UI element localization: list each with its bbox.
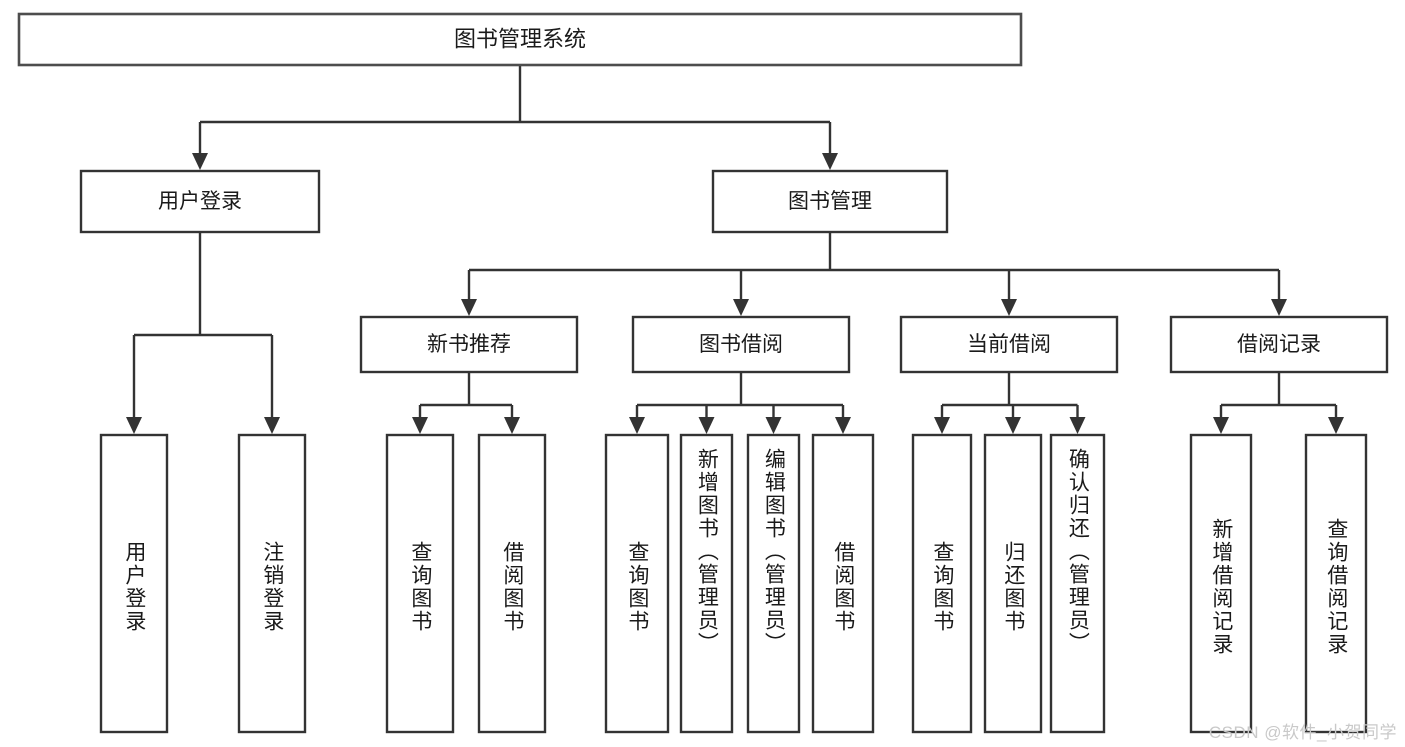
node-box[interactable] xyxy=(1049,433,1106,734)
node-box[interactable] xyxy=(631,315,851,374)
arrow-head-icon xyxy=(733,299,749,316)
node-label: 新书推荐 xyxy=(427,333,511,356)
arrow-head-icon xyxy=(126,417,142,434)
node-box[interactable] xyxy=(811,433,875,734)
node-label: 图书借阅 xyxy=(699,333,783,356)
node-label: 图书管理 xyxy=(788,190,872,213)
node-box[interactable] xyxy=(911,433,973,734)
connector-layer xyxy=(126,66,1344,434)
arrow-head-icon xyxy=(765,417,782,434)
node-label: 图书管理系统 xyxy=(454,26,586,51)
arrow-head-icon xyxy=(629,417,645,434)
arrow-head-icon xyxy=(461,299,477,316)
arrow-head-icon xyxy=(698,417,715,434)
node-label: 当前借阅 xyxy=(967,333,1051,356)
arrow-head-icon xyxy=(934,417,950,434)
arrow-head-icon xyxy=(822,153,838,170)
node-box[interactable] xyxy=(604,433,670,734)
node-box[interactable] xyxy=(79,169,321,234)
box-layer xyxy=(17,12,1389,734)
node-box[interactable] xyxy=(99,433,169,734)
arrow-head-icon xyxy=(412,417,428,434)
node-box[interactable] xyxy=(237,433,307,734)
arrow-head-icon xyxy=(504,417,520,434)
node-label: 用户登录 xyxy=(158,190,242,213)
node-label: 借阅记录 xyxy=(1237,333,1321,356)
node-box[interactable] xyxy=(385,433,455,734)
node-box[interactable] xyxy=(746,433,801,734)
node-box[interactable] xyxy=(1169,315,1389,374)
arrow-head-icon xyxy=(1001,299,1017,316)
arrow-head-icon xyxy=(192,153,208,170)
node-box[interactable] xyxy=(477,433,547,734)
node-box[interactable] xyxy=(1304,433,1368,734)
node-box[interactable] xyxy=(17,12,1023,67)
arrow-head-icon xyxy=(1213,417,1229,434)
arrow-head-icon xyxy=(1005,417,1021,434)
arrow-head-icon xyxy=(264,417,280,434)
arrow-head-icon xyxy=(835,417,851,434)
node-box[interactable] xyxy=(679,433,734,734)
node-box[interactable] xyxy=(899,315,1119,374)
node-box[interactable] xyxy=(359,315,579,374)
watermark: CSDN @软件_小贺同学 xyxy=(1208,723,1397,742)
arrow-head-icon xyxy=(1328,417,1344,434)
arrow-head-icon xyxy=(1069,417,1086,434)
arrow-head-icon xyxy=(1271,299,1287,316)
node-box[interactable] xyxy=(983,433,1043,734)
node-box[interactable] xyxy=(1189,433,1253,734)
node-box[interactable] xyxy=(711,169,949,234)
